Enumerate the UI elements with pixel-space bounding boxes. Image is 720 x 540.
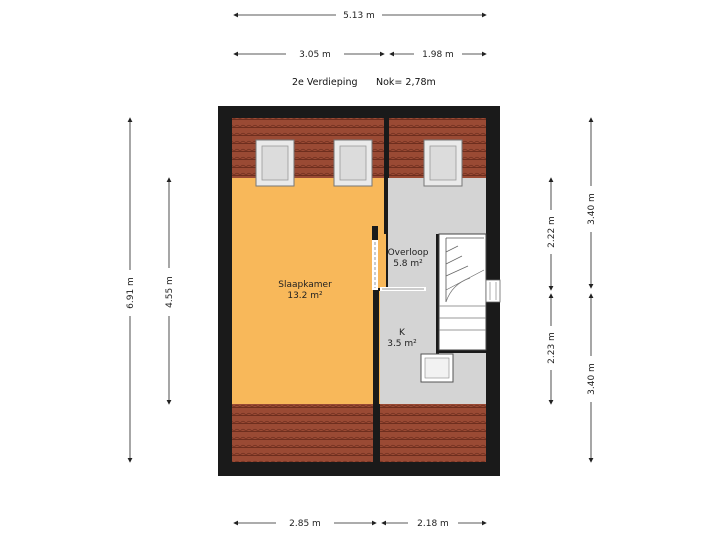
- heater-unit: [420, 353, 454, 383]
- skylight-2: [333, 139, 373, 187]
- wall-divider-lower: [373, 290, 379, 462]
- svg-text:2.85 m: 2.85 m: [289, 519, 321, 529]
- svg-text:2.22 m: 2.22 m: [547, 216, 557, 248]
- dim-top-total: 5.13 m: [233, 11, 487, 21]
- door-k: [380, 287, 426, 291]
- window-right: [485, 279, 501, 303]
- wall-stair-bottom: [436, 350, 486, 353]
- bedroom-floor: [232, 178, 386, 404]
- dim-bottom-right: 2.18 m: [381, 519, 487, 529]
- roof-tiles-bottom-right: [380, 404, 486, 462]
- svg-text:2.18 m: 2.18 m: [417, 519, 449, 529]
- room-name-overloop: Overloop: [388, 248, 429, 258]
- floor-ridge-height: Nok= 2,78m: [376, 77, 436, 88]
- staircase: [438, 233, 487, 351]
- room-area-slaapkamer: 13.2 m²: [287, 291, 323, 301]
- dim-right-lower-inner: 2.23 m: [547, 293, 557, 405]
- wall-divider-diagonal: [372, 226, 378, 240]
- svg-text:1.98 m: 1.98 m: [422, 50, 454, 60]
- skylight-1: [255, 139, 295, 187]
- svg-text:2.23 m: 2.23 m: [547, 332, 557, 364]
- dim-left-inner: 4.55 m: [165, 177, 175, 405]
- dim-top-right: 1.98 m: [389, 50, 487, 60]
- wall-stair-left: [436, 234, 439, 354]
- roof-tiles-bottom-left: [232, 404, 373, 462]
- svg-text:5.13 m: 5.13 m: [343, 11, 375, 21]
- skylight-3: [423, 139, 463, 187]
- room-area-k: 3.5 m²: [387, 339, 417, 349]
- floor-name: 2e Verdieping: [292, 77, 358, 88]
- door-bedroom: [372, 240, 378, 290]
- svg-text:4.55 m: 4.55 m: [165, 276, 175, 308]
- svg-text:6.91 m: 6.91 m: [126, 277, 136, 309]
- room-name-k: K: [399, 328, 406, 338]
- room-area-overloop: 5.8 m²: [393, 259, 423, 269]
- dim-left-total: 6.91 m: [126, 117, 136, 463]
- dim-right-upper-inner: 2.22 m: [547, 177, 557, 291]
- dim-top-left: 3.05 m: [233, 50, 385, 60]
- svg-text:3.05 m: 3.05 m: [299, 50, 331, 60]
- dim-right-lower-outer: 3.40 m: [587, 293, 597, 463]
- wall-divider-upper: [384, 118, 388, 234]
- svg-text:3.40 m: 3.40 m: [587, 193, 597, 225]
- room-name-slaapkamer: Slaapkamer: [278, 280, 332, 290]
- dim-bottom-left: 2.85 m: [233, 519, 377, 529]
- dim-right-upper-outer: 3.40 m: [587, 117, 597, 289]
- svg-text:3.40 m: 3.40 m: [587, 363, 597, 395]
